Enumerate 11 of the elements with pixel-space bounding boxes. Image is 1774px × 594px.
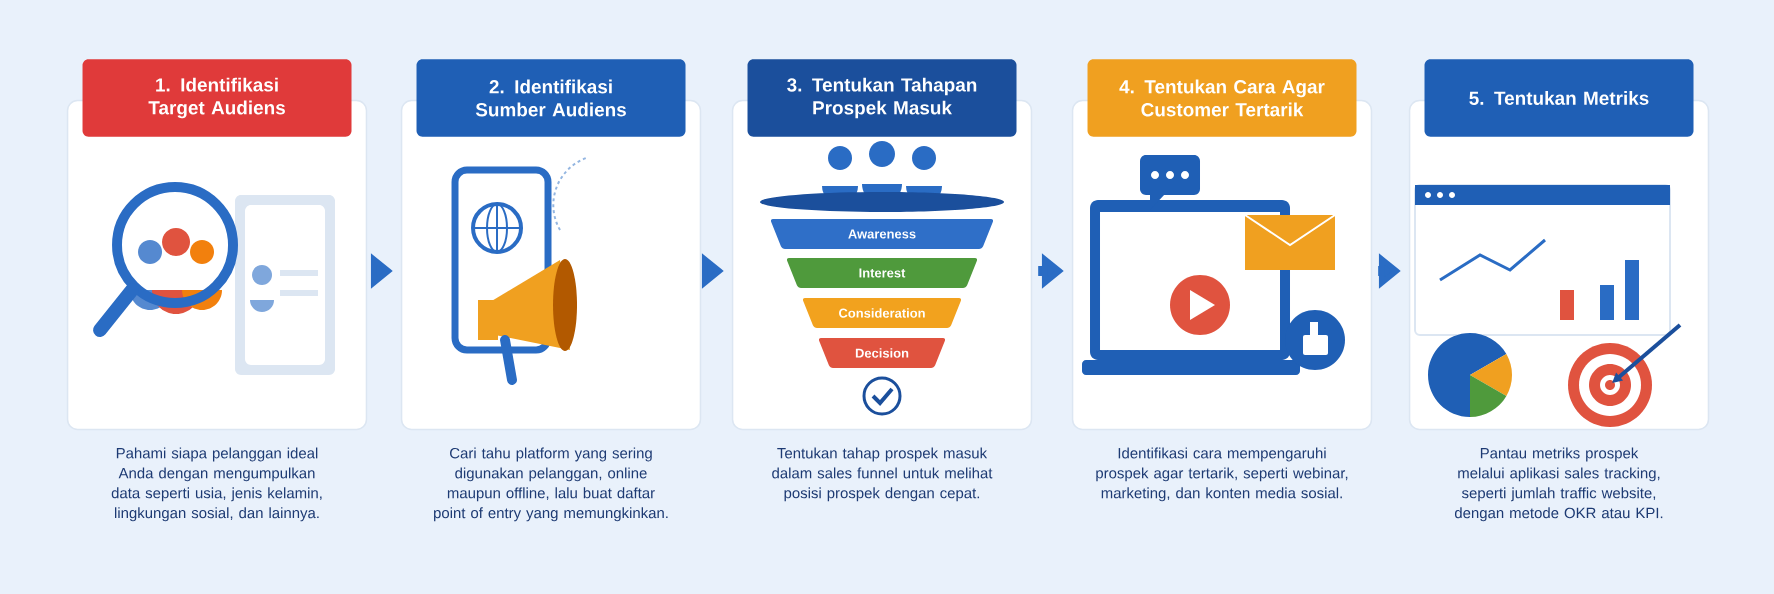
header-tab: 3. Tentukan Tahapan Prospek Masuk xyxy=(747,59,1017,137)
header-tab: 1. Identifikasi Target Audiens xyxy=(82,59,352,137)
step-description: Tentukan tahap prospek masuk dalam sales funnel untuk melihat posisi prospek dengan cepat. xyxy=(772,447,993,502)
step-description: Pahami siapa pelanggan ideal Anda dengan mengumpulkan data seperti usia, jenis kelamin, lingkungan sosial, dan lainnya. xyxy=(111,447,322,522)
step-description: Cari tahu platform yang sering digunakan pelanggan, online maupun offline, lalu buat daftar point of entry yang memungkinkan. xyxy=(434,447,668,522)
header-tab: 4. Tentukan Cara Agar Customer Tertarik xyxy=(1087,59,1357,137)
funnel-layer: Awareness xyxy=(760,192,1004,249)
header-tab: 2. Identifikasi Sumber Audiens xyxy=(416,59,686,137)
step-description: Pantau metriks prospek melalui aplikasi sales tracking, seperti jumlah traffic website, dengan metode OKR atau KPI. xyxy=(1454,447,1663,522)
step-description: Identifikasi cara mempengaruhi prospek agar tertarik, seperti webinar, marketing, dan konten media sosial. xyxy=(1096,447,1348,502)
header-tab: 5. Tentukan Metriks xyxy=(1424,59,1694,137)
